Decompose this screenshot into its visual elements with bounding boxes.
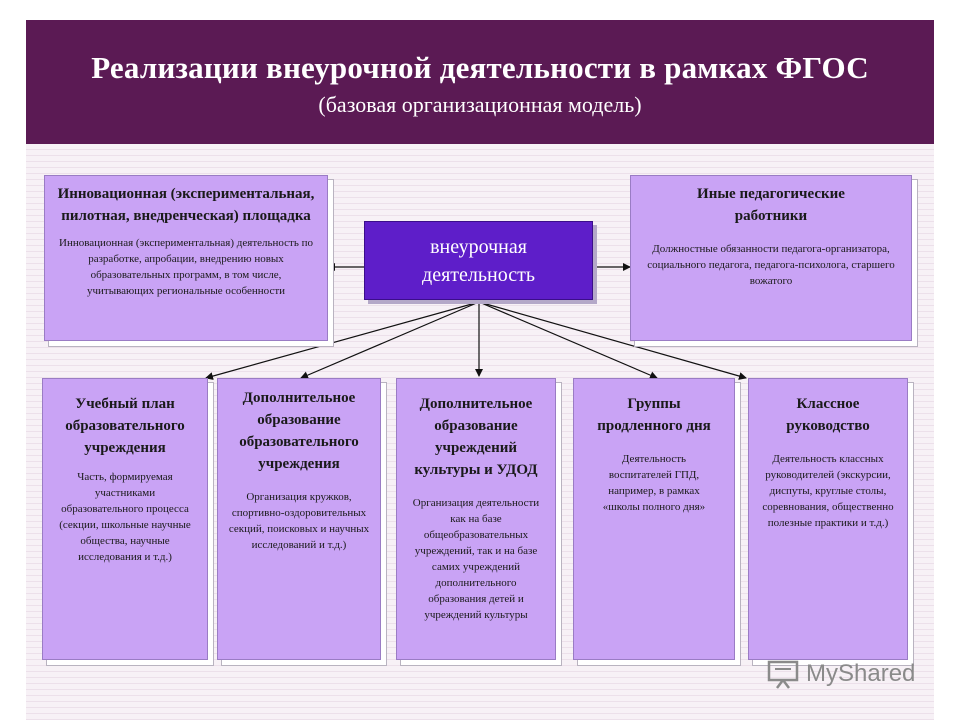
box-innovation-title: Инновационная (экспериментальная, пилотн… [57, 186, 315, 224]
box-additional-culture-title: Дополнительное образование учреждений ку… [414, 396, 538, 478]
box-other-staff-title: Иные педагогические работники [697, 186, 845, 224]
center-extracurricular: внеурочная деятельность [364, 221, 593, 300]
box-extended-day: Группы продленного дня Деятельность восп… [573, 378, 735, 660]
box-additional-education-school: Дополнительное образование образовательн… [217, 378, 381, 660]
arrow-to-bottom-1 [205, 301, 480, 380]
slide-subtitle: (базовая организационная модель) [318, 92, 642, 117]
box-class-supervision: Классное руководство Деятельность классн… [748, 378, 908, 660]
box-extended-day-text: Деятельность воспитателей ГПД, например,… [602, 453, 706, 513]
presentation-icon [767, 660, 799, 689]
box-other-staff-text: Должностные обязанности педагога-организ… [647, 243, 895, 287]
box-extended-day-title: Группы продленного дня [597, 396, 711, 434]
box-additional-school-text: Организация кружков, спортивно-оздоровит… [228, 491, 370, 551]
watermark-text: MyShared [806, 660, 916, 687]
arrow-to-bottom-5 [478, 301, 747, 380]
box-class-supervision-title: Классное руководство [786, 396, 870, 434]
box-curriculum-title: Учебный план образовательного учреждения [65, 396, 185, 456]
center-label: внеурочная деятельность [422, 235, 535, 286]
box-additional-school-title: Дополнительное образование образовательн… [239, 390, 359, 472]
box-additional-culture-text: Организация деятельности как на базе общ… [412, 497, 540, 621]
box-innovation-platform: Инновационная (экспериментальная, пилотн… [44, 175, 328, 341]
arrow-to-bottom-2 [300, 301, 480, 379]
slide-header: Реализации внеурочной деятельности в рам… [26, 20, 934, 144]
box-other-staff: Иные педагогические работники Должностны… [630, 175, 912, 341]
box-innovation-text: Инновационная (экспериментальная) деятел… [59, 237, 314, 297]
arrow-to-bottom-4 [478, 301, 658, 379]
box-class-supervision-text: Деятельность классных руководителей (экс… [762, 453, 894, 529]
box-curriculum-text: Часть, формируемая участниками образоват… [59, 471, 191, 563]
box-additional-education-culture: Дополнительное образование учреждений ку… [396, 378, 556, 660]
slide-title: Реализации внеурочной деятельности в рам… [91, 50, 869, 85]
watermark: MyShared [766, 656, 915, 692]
box-curriculum: Учебный план образовательного учреждения… [42, 378, 208, 660]
